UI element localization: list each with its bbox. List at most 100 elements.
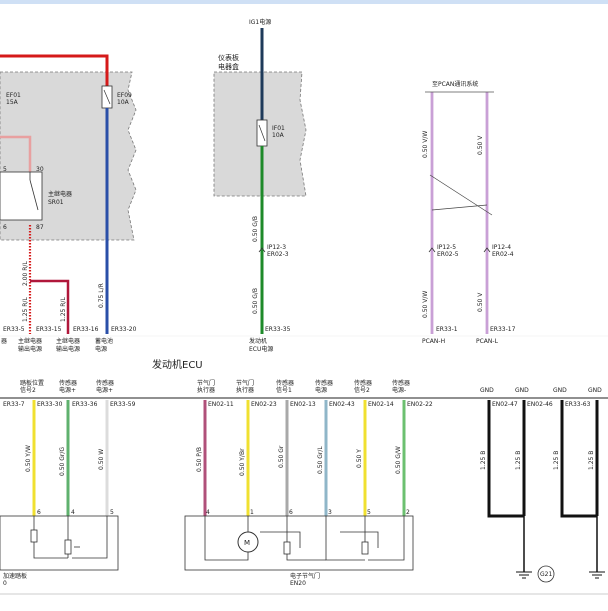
col-header-2a: 传感器 [59,379,77,387]
pin-en02-11: EN02-11 [208,401,234,408]
wire-relay-branch [30,279,70,334]
ip12-5-label: IP12-5 [437,244,456,251]
ef09-label: EF09 [117,92,132,99]
wire-label-b3: 1.25 B [553,451,560,470]
g21-label: G21 [540,571,552,578]
ip12-4-label: IP12-4 [492,244,511,251]
wire-label-pb: 0.50 P/B [196,447,203,472]
ef01-label: EF01 [6,92,21,99]
col-header-7a: 传感器 [315,379,333,387]
pin-er33-16: ER33-16 [73,326,99,333]
gnd-label-4: GND [588,387,602,394]
pin-desc-1a: 主继电器 [18,337,42,345]
pedal-pin-6: 6 [37,509,41,516]
col-header-6b: 信号1 [276,386,292,394]
er02-5-label: ER02-5 [437,251,459,258]
gnd-label-1: GND [480,387,494,394]
ef09-rating: 10A [117,99,130,106]
col-header-5b: 执行器 [236,386,254,394]
wire-label-b2: 1.25 B [515,451,522,470]
throttle-pin-1: 1 [250,509,254,516]
relay-name-2: SR01 [48,199,64,206]
col-header-4a: 节气门 [197,379,215,387]
relay-pin-85: 5 [3,166,7,173]
pin-desc-1b: 输出电源 [18,345,42,353]
col-header-3b: 电源+ [96,386,113,394]
wire-label-gw: 0.50 G/W [395,446,402,474]
wire-label-b1: 1.25 B [480,451,487,470]
motor-symbol [237,531,259,553]
gnd-label-3: GND [553,387,567,394]
pin-er33-15: ER33-15 [36,326,62,333]
pedal-name-2: 0 [3,580,7,587]
wire-label-075lr: 0.75 L/R [98,283,105,308]
pcan-header: 至PCAN通讯系统 [432,80,478,88]
col-header-4b: 执行器 [197,386,215,394]
pcan-h-label: PCAN-H [422,338,445,345]
throttle-pin-4: 4 [206,509,210,516]
pin-er33-35: ER33-35 [265,326,291,333]
pedal-sensor-internals [30,516,108,559]
col-header-2b: 电源+ [59,386,76,394]
wire-label-125rl: 1.25 R/L [22,297,29,322]
throttle-pin-2: 2 [406,509,410,516]
wire-label-b4: 1.25 B [588,451,595,470]
col-header-1a: 踏板位置 [20,379,44,387]
wire-label-vw-top: 0.50 V/W [422,131,429,158]
col-header-9b: 电源- [392,386,406,394]
pin-en02-23: EN02-23 [251,401,277,408]
ecu-title: 发动机ECU [152,358,203,371]
wire-label-125rl-2: 1.25 R/L [60,297,67,322]
pedal-name-1: 加速踏板 [3,572,27,580]
wire-label-gb-bot: 0.50 G/B [252,288,259,314]
pin-er33-5: ER33-5 [3,326,25,333]
wire-label-v-top: 0.50 V [477,135,484,155]
wire-label-gb-top: 0.50 G/B [252,216,259,242]
relay-pin-87: 87 [36,224,44,231]
wire-gnd-3 [560,400,597,518]
pin-desc-4b: ECU电源 [249,345,273,353]
wire-label-gr: 0.50 Gr [278,445,285,468]
col-header-9a: 传感器 [392,379,410,387]
pin-er33-59: ER33-59 [110,401,136,408]
relay-pin-86: 6 [3,224,7,231]
pin-er33-20: ER33-20 [111,326,137,333]
throttle-name-2: EN20 [290,580,306,587]
pin-er33-63: ER33-63 [565,401,591,408]
col-header-5a: 节气门 [236,379,254,387]
top-strip [0,0,608,4]
pin-en02-43: EN02-43 [329,401,355,408]
pin-er33-1: ER33-1 [436,326,458,333]
ip12-3-label: IP12-3 [267,244,286,251]
g21-ground-marker [537,565,555,583]
pin-desc-3a: 蓄电池 [95,337,113,345]
throttle-pin-5: 5 [367,509,371,516]
pin-en02-13: EN02-13 [290,401,316,408]
wire-label-y: 0.50 Y [356,449,363,468]
throttle-internals [204,516,405,561]
er02-3-label: ER02-3 [267,251,289,258]
pedal-pin-4: 4 [71,509,75,516]
col-header-8b: 信号2 [354,386,370,394]
ig1-label: IG1电源 [249,18,271,26]
pin-en02-14: EN02-14 [368,401,394,408]
wire-label-grg: 0.50 Gr/G [59,447,66,476]
pin-er33-17: ER33-17 [490,326,516,333]
relay-name-1: 主继电器 [48,190,72,198]
panel-box-label-2: 电器盒 [218,62,239,71]
wire-label-ybr: 0.50 Y/Br [239,448,246,476]
pin-er33-30: ER33-30 [37,401,63,408]
connector-marks-top [258,247,491,253]
col-header-1b: 信号2 [20,386,36,394]
pin-desc-2a: 主继电器 [56,337,80,345]
ground-symbol-2 [589,571,605,579]
pin-desc-2b: 输出电源 [56,345,80,353]
relay-pin-30: 30 [36,166,44,173]
throttle-pin-3: 3 [328,509,332,516]
wire-gnd-1 [487,400,524,518]
pin-en02-22: EN02-22 [407,401,433,408]
relay-sr01 [0,171,43,221]
col-header-8a: 传感器 [354,379,372,387]
